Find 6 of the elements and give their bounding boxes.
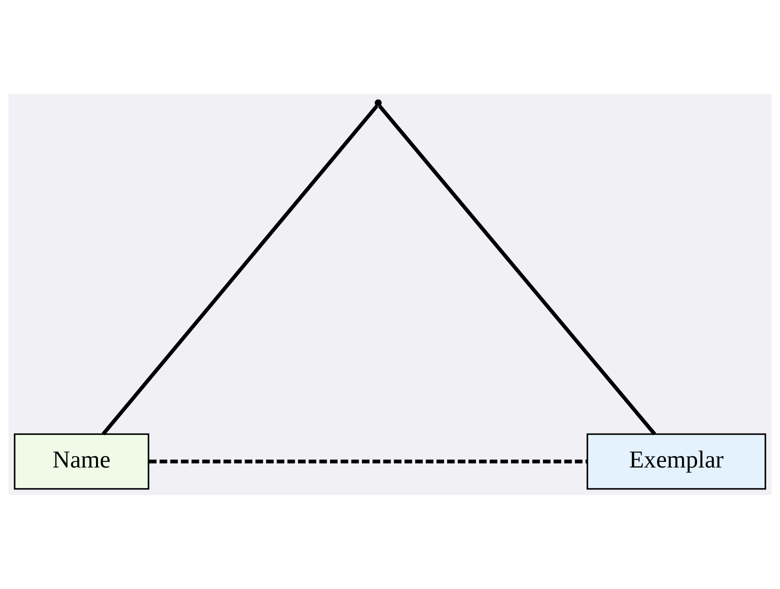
connector xyxy=(378,104,656,436)
node-box: Name xyxy=(14,433,150,490)
node-point xyxy=(374,99,382,106)
connector xyxy=(102,104,378,436)
node-box: Exemplar xyxy=(586,433,766,490)
connector xyxy=(148,460,588,464)
